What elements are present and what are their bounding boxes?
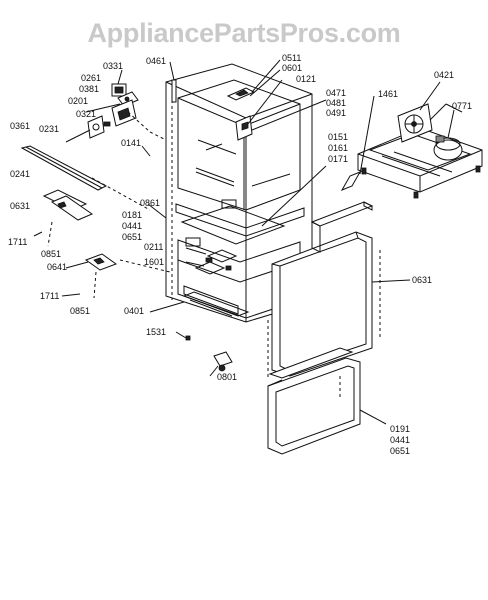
small-parts xyxy=(185,335,233,372)
callout-0651: 0651 xyxy=(122,232,143,242)
callout-0121: 0121 xyxy=(296,74,317,84)
callout-0631-left: 0631 xyxy=(10,201,31,211)
callout-0191: 0191 xyxy=(390,424,411,434)
callout-0181: 0181 xyxy=(122,210,143,220)
callout-0211: 0211 xyxy=(144,242,164,252)
callout-0651-lower: 0651 xyxy=(390,446,411,456)
callout-0511: 0511 xyxy=(282,53,302,63)
callout-1531: 1531 xyxy=(146,327,167,337)
callout-0851-upper: 0851 xyxy=(41,249,62,259)
callout-0771: 0771 xyxy=(452,101,473,111)
callout-0141: 0141 xyxy=(121,138,142,148)
callout-0461: 0461 xyxy=(146,56,167,66)
callout-1601: 1601 xyxy=(144,257,165,267)
callout-0381: 0381 xyxy=(79,84,100,94)
callout-0491: 0491 xyxy=(326,108,347,118)
callout-0231: 0231 xyxy=(39,124,60,134)
callout-0641: 0641 xyxy=(47,262,68,272)
leader-lines xyxy=(33,59,455,425)
freezer-drawer-door xyxy=(267,347,361,455)
callout-0441: 0441 xyxy=(122,221,143,231)
top-hinge-assembly xyxy=(171,79,256,141)
callout-0401: 0401 xyxy=(124,306,145,316)
callout-0851-lower: 0851 xyxy=(70,306,91,316)
callout-0861: 0861 xyxy=(140,198,161,208)
callout-0601: 0601 xyxy=(282,63,303,73)
callout-1461: 1461 xyxy=(378,89,399,99)
callout-0421: 0421 xyxy=(434,70,455,80)
left-trim-parts xyxy=(20,145,171,299)
callout-0171: 0171 xyxy=(328,154,349,164)
callout-0201: 0201 xyxy=(68,96,89,106)
callout-1711-upper: 1711 xyxy=(8,237,28,247)
fresh-food-door xyxy=(271,171,374,377)
control-assembly xyxy=(87,83,167,141)
callout-0471: 0471 xyxy=(326,88,347,98)
machine-compartment xyxy=(357,103,483,199)
callout-0631-right: 0631 xyxy=(412,275,433,285)
callout-0481: 0481 xyxy=(326,98,347,108)
callout-0801: 0801 xyxy=(217,372,238,382)
watermark-logo: AppliancePartsPros.com xyxy=(87,18,401,48)
callout-0441-lower: 0441 xyxy=(390,435,411,445)
callout-0331: 0331 xyxy=(103,61,124,71)
callout-0151: 0151 xyxy=(328,132,349,142)
callout-0321: 0321 xyxy=(76,109,97,119)
callout-0261: 0261 xyxy=(81,73,102,83)
callout-0161: 0161 xyxy=(328,143,349,153)
callout-1711-lower: 1711 xyxy=(40,291,60,301)
callout-0361: 0361 xyxy=(10,121,31,131)
callout-0241: 0241 xyxy=(10,169,31,179)
